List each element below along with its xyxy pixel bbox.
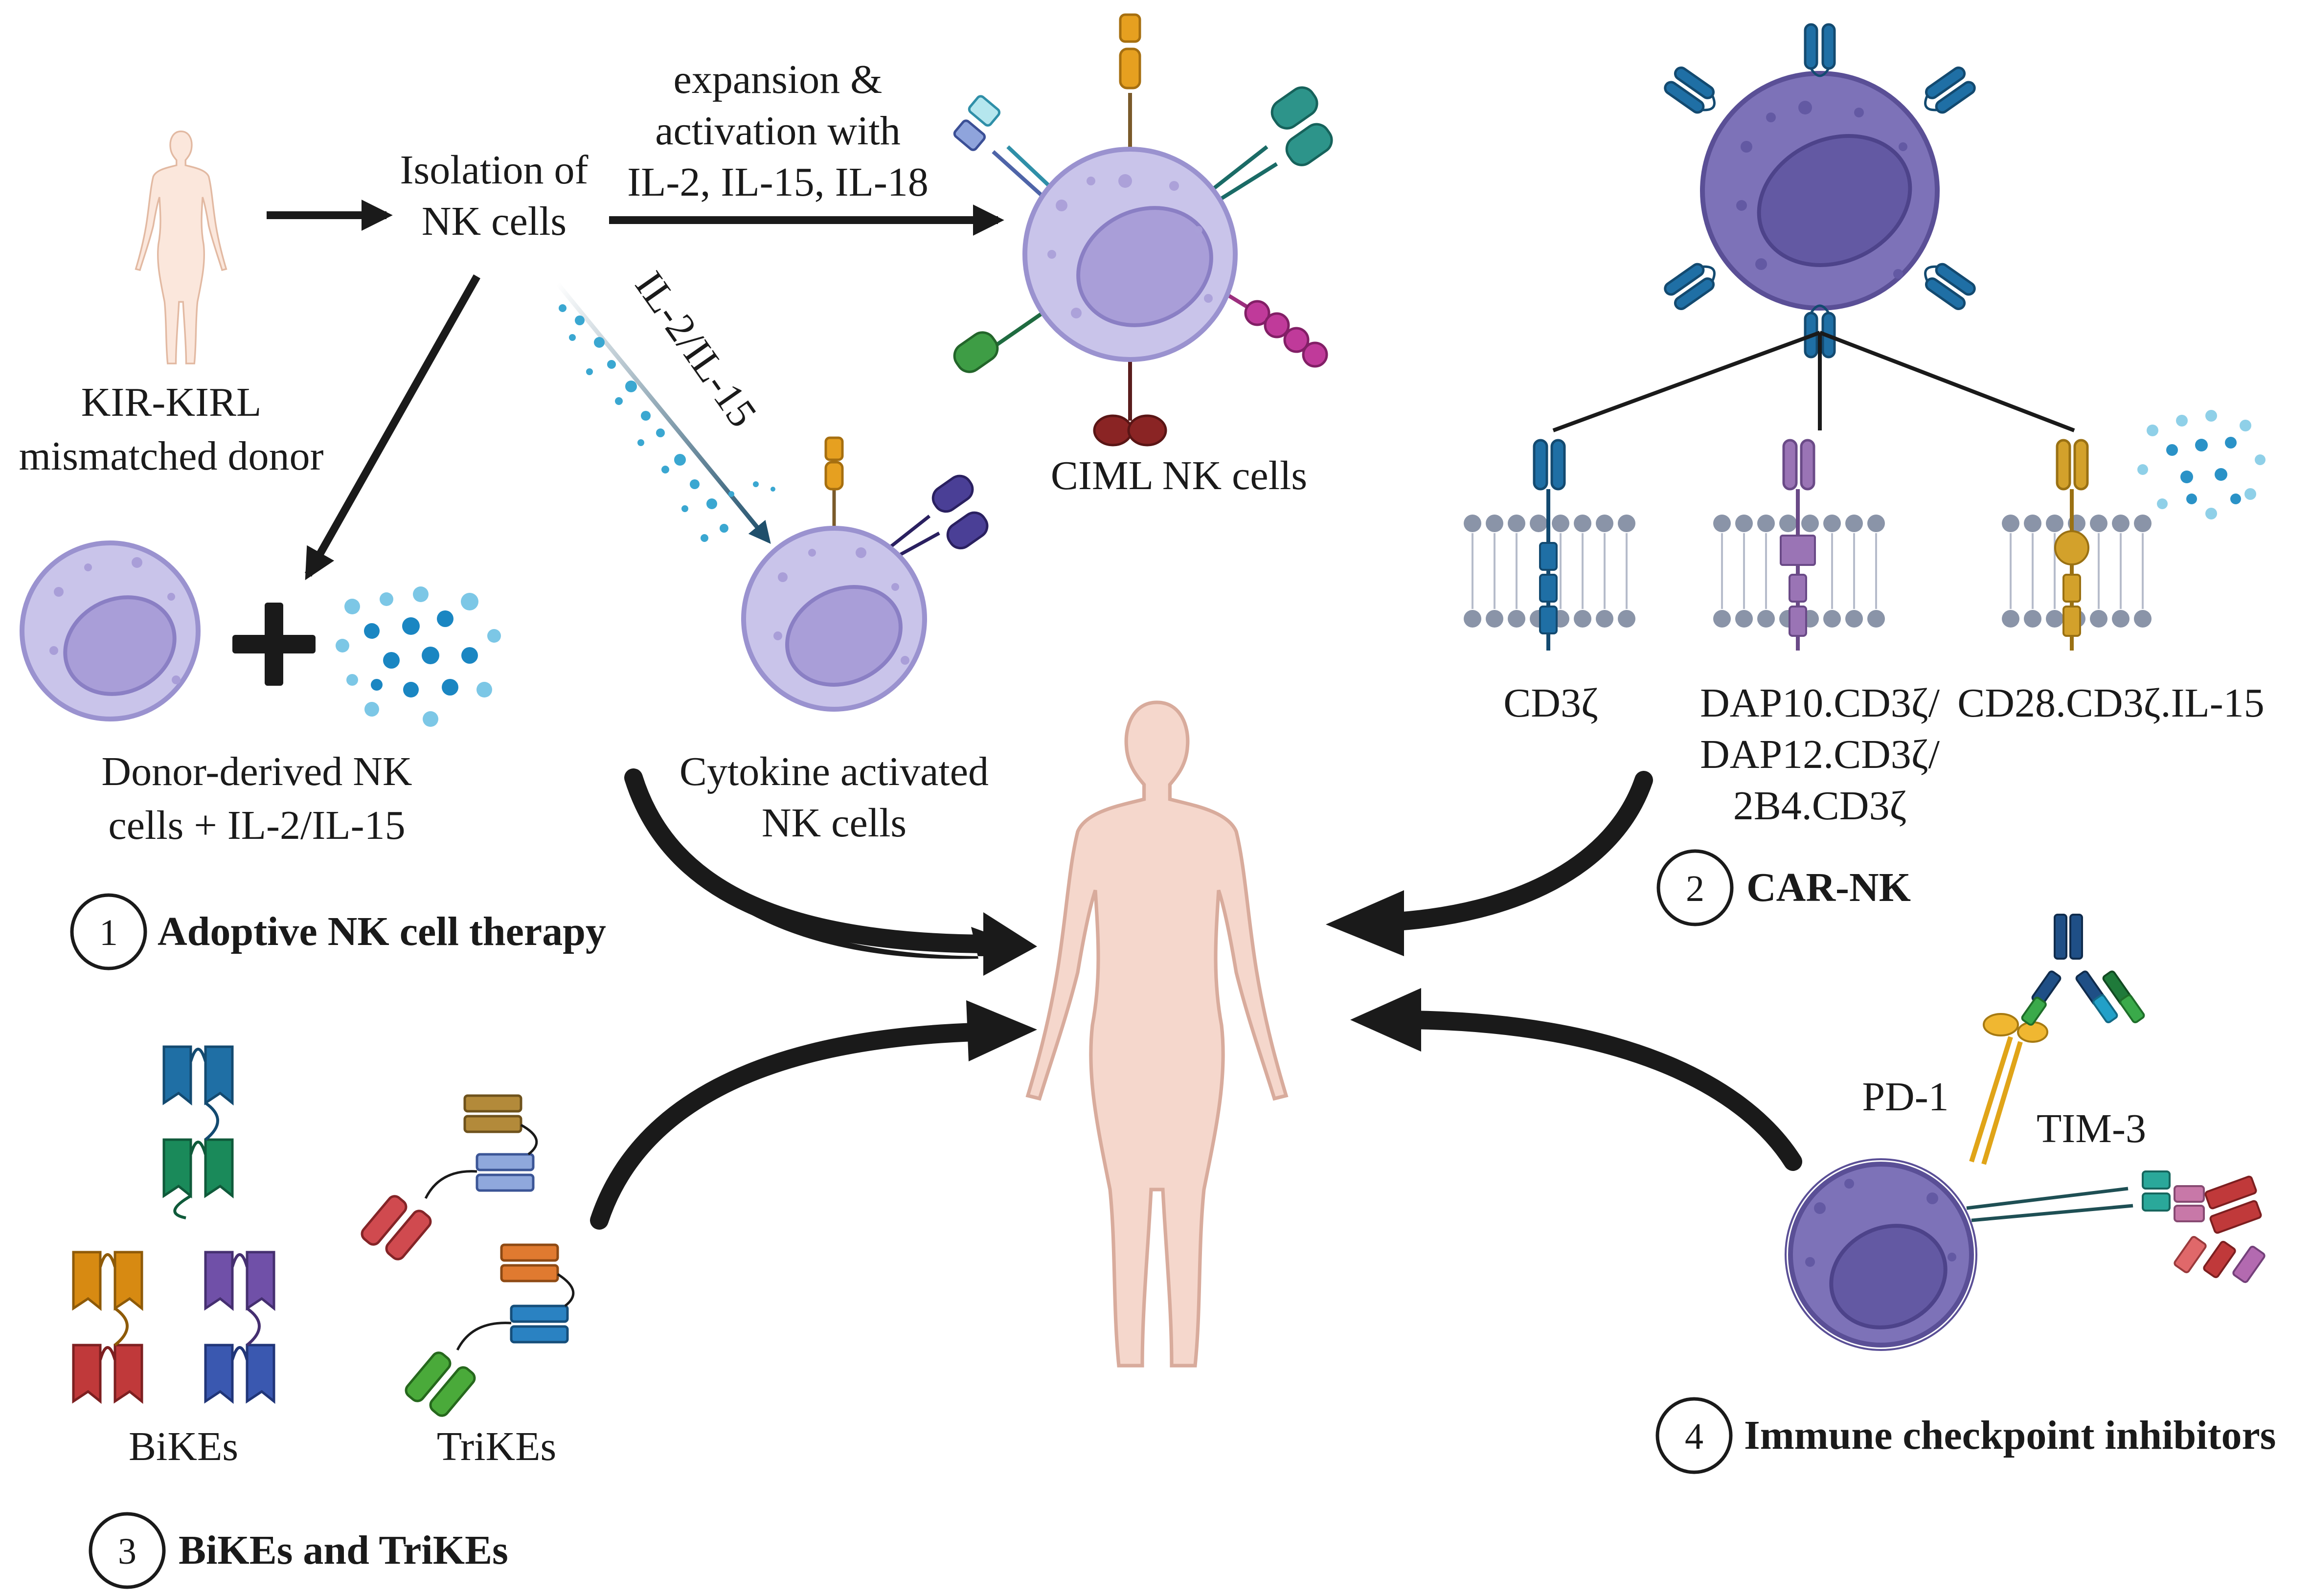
trike-engager-icon-1: [361, 1094, 538, 1260]
car-dap-label-line3: 2B4.CD3ζ: [1733, 783, 1907, 829]
donor-figure-icon: [135, 130, 227, 364]
donor-derived-label-line2: cells + IL-2/IL-15: [108, 803, 405, 848]
patient-figure-icon: [1028, 702, 1286, 1366]
bike-engager-icon-3: [204, 1251, 275, 1404]
donor-label-line2: mismatched donor: [19, 433, 324, 479]
section-2-title: CAR-NK: [1746, 865, 1911, 910]
ciml-label: CIML NK cells: [1051, 453, 1307, 498]
trike-engager-icon-2: [405, 1243, 575, 1417]
isolation-label-line2: NK cells: [422, 199, 566, 244]
cytokine-activated-nk-cell-icon: [741, 436, 989, 712]
section-1-number: 1: [99, 912, 118, 953]
arrow-checkpoint-to-patient: [1350, 988, 1802, 1171]
car-nk-cell-icon: [1663, 24, 1977, 357]
car-variant-branches: [1552, 331, 2075, 432]
cytokine-activated-label-line2: NK cells: [762, 800, 906, 846]
car-construct-cd28-icon: [2002, 439, 2152, 651]
checkpoint-nk-cell-icon: [1785, 1013, 2133, 1351]
car-construct-cd3z-icon: [1464, 439, 1635, 651]
trikes-label: TriKEs: [437, 1424, 556, 1469]
car-cytokine-dots-icon: [2137, 410, 2266, 519]
bikes-label: BiKEs: [129, 1424, 238, 1469]
donor-derived-nk-cell-icon: [20, 540, 201, 721]
arrow-car-nk-to-patient: [1326, 771, 1653, 956]
cytokine-dots-icon: [336, 586, 501, 727]
section-3-title: BiKEs and TriKEs: [179, 1528, 508, 1573]
cytokine-activated-label-line1: Cytokine activated: [680, 749, 989, 794]
section-4-number: 4: [1685, 1416, 1703, 1457]
section-1-title: Adoptive NK cell therapy: [158, 909, 606, 954]
section-4-marker: 4: [1655, 1397, 1733, 1474]
anti-pd1-antibody-icon: [2021, 914, 2145, 1026]
il2-il15-arrow: [556, 282, 775, 544]
bike-engager-icon-2: [72, 1251, 143, 1404]
section-2-number: 2: [1686, 868, 1704, 909]
section-1-marker: 1: [70, 893, 147, 970]
expansion-label-line2: activation with: [655, 108, 901, 154]
car-cd3z-label: CD3ζ: [1503, 680, 1598, 726]
expansion-label-line1: expansion &: [674, 57, 883, 102]
arrow-isolation-to-donor-nk: [305, 274, 480, 581]
section-3-number: 3: [118, 1531, 136, 1572]
car-dap-label-line1: DAP10.CD3ζ/: [1700, 680, 1940, 726]
arrow-engagers-to-patient: [590, 1000, 1037, 1230]
section-4-title: Immune checkpoint inhibitors: [1744, 1413, 2276, 1458]
expansion-label-line3: IL-2, IL-15, IL-18: [627, 159, 929, 205]
il2-il15-arrow-label: IL-2/IL-15: [626, 264, 766, 435]
car-construct-dap-icon: [1713, 439, 1885, 651]
isolation-label-line1: Isolation of: [400, 147, 589, 193]
bike-engager-icon-1: [162, 1045, 234, 1219]
plus-icon: [232, 603, 316, 686]
pd1-label: PD-1: [1862, 1074, 1948, 1120]
anti-tim3-antibody-icon: [2142, 1170, 2266, 1283]
car-dap-label-line2: DAP12.CD3ζ/: [1700, 732, 1940, 777]
section-2-marker: 2: [1656, 849, 1734, 926]
tim3-label: TIM-3: [2037, 1106, 2146, 1151]
section-3-marker: 3: [89, 1512, 166, 1589]
donor-label-line1: KIR-KIRL: [81, 380, 262, 425]
donor-derived-label-line1: Donor-derived NK: [101, 749, 412, 794]
car-cd28-label: CD28.CD3ζ.IL-15: [1957, 680, 2264, 726]
ciml-nk-cell-icon: [953, 13, 1333, 447]
